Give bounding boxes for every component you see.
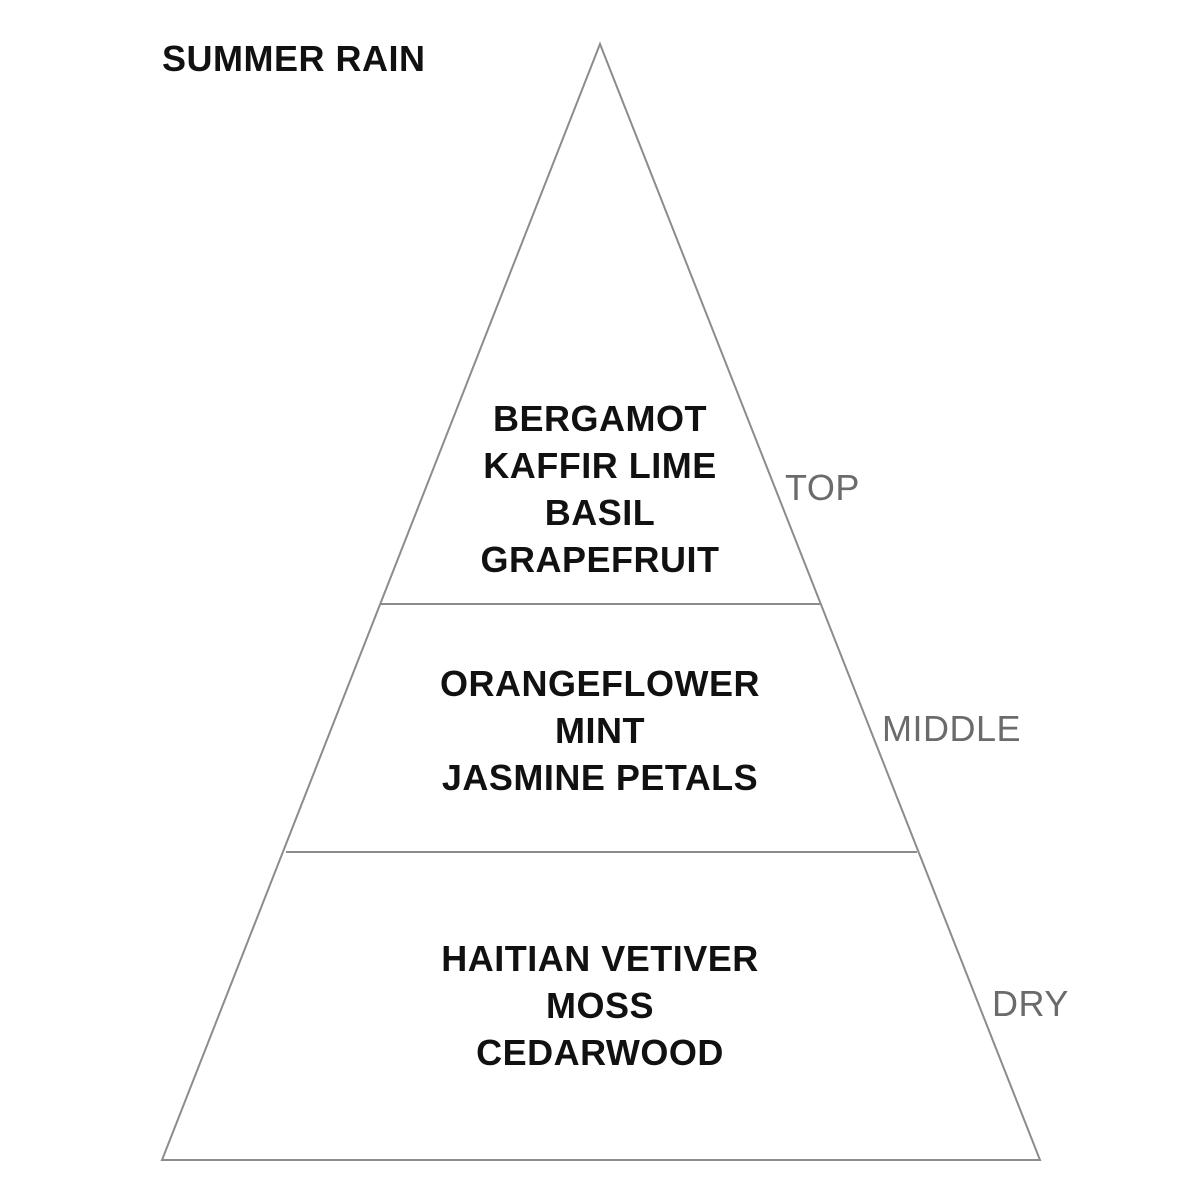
middle-notes-list: ORANGEFLOWER MINT JASMINE PETALS (400, 660, 800, 801)
note-kaffir-lime: KAFFIR LIME (483, 445, 717, 486)
diagram-title: SUMMER RAIN (162, 38, 426, 79)
top-notes-list: BERGAMOT KAFFIR LIME BASIL GRAPEFRUIT (400, 395, 800, 583)
note-bergamot: BERGAMOT (493, 398, 707, 439)
note-cedarwood: CEDARWOOD (476, 1032, 724, 1073)
note-haitian-vetiver: HAITIAN VETIVER (441, 938, 759, 979)
note-basil: BASIL (544, 492, 656, 533)
tier-label-top: TOP (785, 467, 860, 508)
note-mint: MINT (555, 710, 645, 751)
note-moss: MOSS (545, 985, 654, 1026)
note-jasmine-petals: JASMINE PETALS (441, 757, 759, 798)
tier-label-middle: MIDDLE (882, 708, 1022, 749)
note-grapefruit: GRAPEFRUIT (480, 539, 720, 580)
pyramid-triangle (160, 41, 1042, 1161)
tier-label-dry: DRY (992, 983, 1069, 1024)
note-orangeflower: ORANGEFLOWER (440, 663, 760, 704)
dry-notes-list: HAITIAN VETIVER MOSS CEDARWOOD (400, 935, 800, 1076)
